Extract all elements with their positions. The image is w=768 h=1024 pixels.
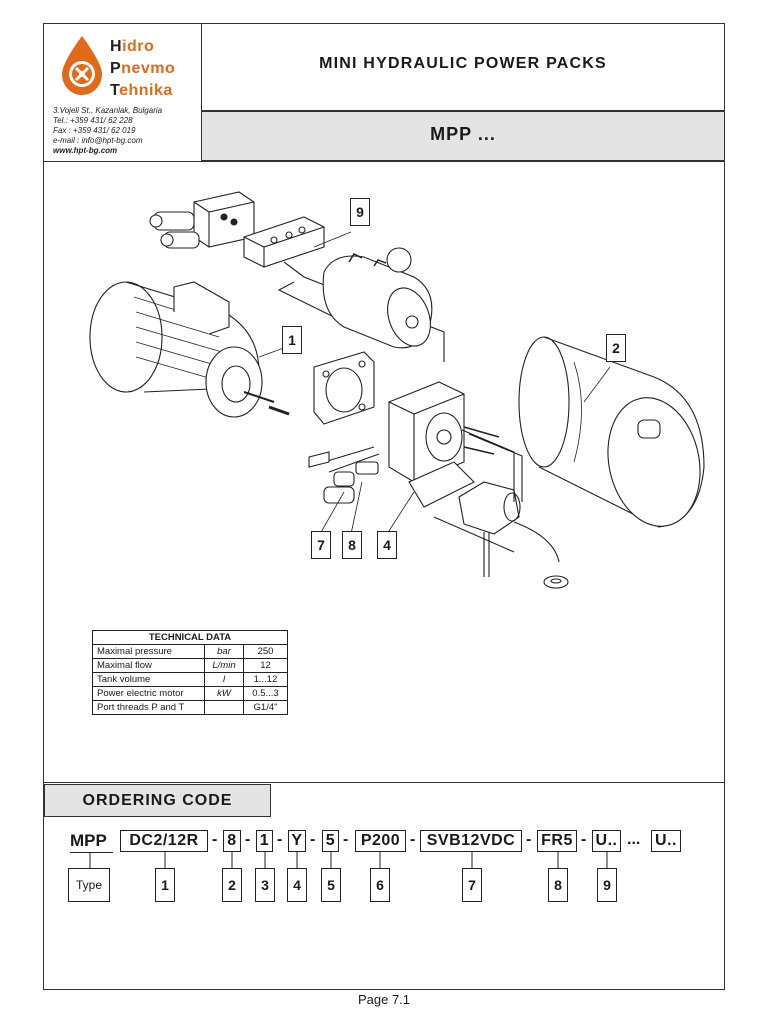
central-block-drawing: [388, 381, 500, 508]
param-cell: Maximal flow: [92, 658, 205, 673]
unit-cell: l: [204, 672, 244, 687]
valves-drawing: [308, 446, 380, 504]
unit-cell: [204, 700, 244, 715]
company-contact: 3.Vojeli St., Kazanlak, Bulgaria Tel.: +…: [53, 106, 162, 156]
tank-drawing: [461, 336, 705, 528]
company-logo: [62, 36, 102, 95]
value-cell: 0.5...3: [243, 686, 288, 701]
value-cell: 12: [243, 658, 288, 673]
value-cell: 1...12: [243, 672, 288, 687]
ordering-rule: [43, 782, 725, 783]
code-dash: -: [581, 831, 587, 848]
index-3: 3: [255, 868, 275, 902]
callout-8: 8: [342, 531, 362, 559]
code-ellipsis: ...: [627, 831, 641, 848]
code-segment-6: P200: [355, 830, 406, 852]
company-name: Hidro Pnevmo Tehnika: [110, 38, 176, 99]
code-segment-9-extra: U..: [651, 830, 681, 852]
code-dash: -: [245, 831, 251, 848]
fax-line: Fax : +359 431/ 62 019: [53, 126, 136, 135]
code-dash: -: [310, 831, 316, 848]
table-row: Tank volume l 1...12: [92, 672, 288, 687]
index-7: 7: [462, 868, 482, 902]
model-panel: [202, 111, 724, 161]
callout-9: 9: [350, 198, 370, 226]
index-9: 9: [597, 868, 617, 902]
param-cell: Maximal pressure: [92, 644, 205, 659]
adapter-flange-drawing: [313, 351, 375, 425]
code-prefix: MPP: [70, 831, 107, 850]
exploded-view-drawing: [89, 191, 705, 589]
table-row: Port threads P and T G1/4": [92, 700, 288, 715]
email-line: e-mail : info@hpt-bg.com: [53, 136, 143, 145]
solenoid-valve-drawing: [149, 191, 255, 249]
index-connectors: [89, 852, 608, 868]
page-frame: [43, 23, 725, 990]
code-segment-2: 8: [223, 830, 241, 852]
page-number: Page 7.1: [357, 992, 411, 1007]
callout-4: 4: [377, 531, 397, 559]
code-segment-8: FR5: [537, 830, 577, 852]
header-divider: [201, 23, 202, 162]
index-1: 1: [155, 868, 175, 902]
param-cell: Power electric motor: [92, 686, 205, 701]
param-cell: Tank volume: [92, 672, 205, 687]
manifold-block-drawing: [243, 216, 445, 362]
gear-pump-drawing: [433, 481, 569, 589]
callout-7: 7: [311, 531, 331, 559]
code-segment-1: DC2/12R: [120, 830, 208, 852]
tel-line: Tel.: +359 431/ 62 228: [53, 116, 133, 125]
code-dash: -: [277, 831, 283, 848]
model-name: MPP ...: [430, 124, 496, 144]
code-dash: -: [343, 831, 349, 848]
value-cell: G1/4": [243, 700, 288, 715]
ordering-code-heading: ORDERING CODE: [44, 784, 271, 817]
address-line: 3.Vojeli St., Kazanlak, Bulgaria: [53, 106, 163, 115]
header-bottom-rule: [43, 161, 725, 162]
table-row: Power electric motor kW 0.5...3: [92, 686, 288, 701]
param-cell: Port threads P and T: [92, 700, 205, 715]
code-segment-9: U..: [592, 830, 621, 852]
dc-motor-drawing: [322, 247, 433, 349]
code-dash: -: [526, 831, 532, 848]
code-segment-4: Y: [288, 830, 306, 852]
index-type: Type: [68, 868, 110, 902]
technical-data-title: TECHNICAL DATA: [92, 630, 288, 645]
unit-cell: bar: [204, 644, 244, 659]
index-2: 2: [222, 868, 242, 902]
technical-data-table: TECHNICAL DATA Maximal pressure bar 250 …: [92, 630, 288, 715]
document-title: MINI HYDRAULIC POWER PACKS: [319, 55, 607, 72]
index-5: 5: [321, 868, 341, 902]
unit-cell: kW: [204, 686, 244, 701]
header-rule: [201, 110, 725, 111]
ac-motor-drawing: [89, 281, 290, 418]
callout-2: 2: [606, 334, 626, 362]
code-segment-5: 5: [322, 830, 339, 852]
prefix-underline: [70, 852, 113, 853]
web-line: www.hpt-bg.com: [53, 146, 118, 155]
index-8: 8: [548, 868, 568, 902]
code-segment-7: SVB12VDC: [420, 830, 522, 852]
index-6: 6: [370, 868, 390, 902]
code-dash: -: [212, 831, 218, 848]
table-row: Maximal pressure bar 250: [92, 644, 288, 659]
code-segment-3: 1: [256, 830, 273, 852]
code-dash: -: [410, 831, 416, 848]
callout-1: 1: [282, 326, 302, 354]
table-row: Maximal flow L/min 12: [92, 658, 288, 673]
unit-cell: L/min: [204, 658, 244, 673]
index-4: 4: [287, 868, 307, 902]
value-cell: 250: [243, 644, 288, 659]
